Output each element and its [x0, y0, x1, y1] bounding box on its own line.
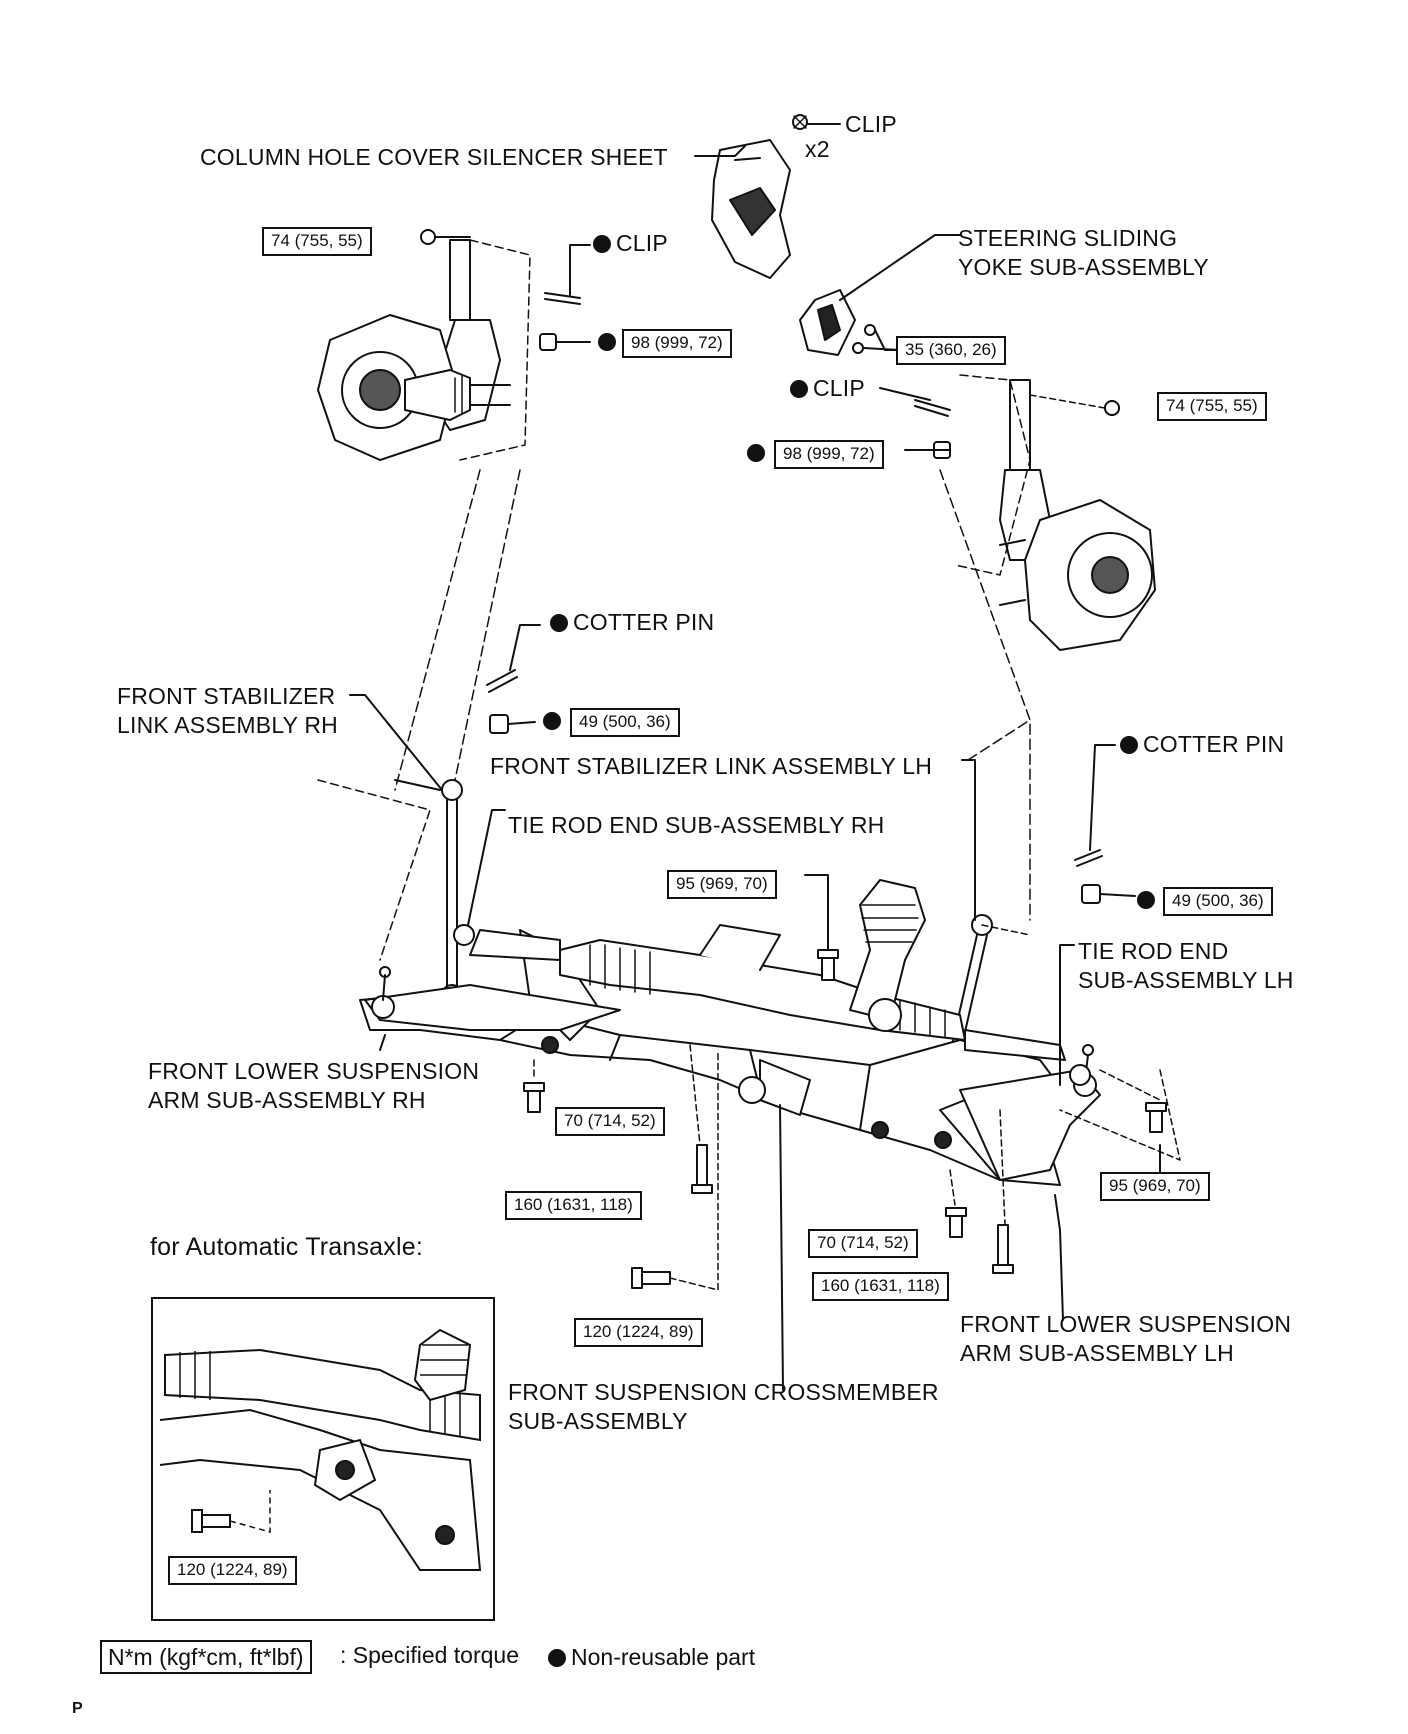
knuckle-assembly-lh	[954, 374, 1156, 651]
non-reusable-dot-icon	[548, 1649, 566, 1667]
non-reusable-dot-icon	[598, 333, 616, 351]
label-text: CLIP	[813, 375, 865, 401]
non-reusable-dot-icon	[747, 444, 765, 462]
torque-70-right: 70 (714, 52)	[808, 1229, 918, 1258]
torque-120: 120 (1224, 89)	[574, 1318, 703, 1347]
legend-unit-box: N*m (kgf*cm, ft*lbf)	[100, 1640, 312, 1674]
page-mark: P	[72, 1700, 83, 1717]
non-reusable-dot-icon	[1120, 736, 1138, 754]
label-auto-transaxle: for Automatic Transaxle:	[150, 1233, 423, 1261]
torque-49-right: 49 (500, 36)	[1163, 887, 1273, 916]
label-crossmember: FRONT SUSPENSION CROSSMEMBER SUB-ASSEMBL…	[508, 1379, 939, 1434]
label-clip-mid: CLIP	[790, 374, 865, 403]
column-hole-cover-silencer-sheet	[711, 114, 808, 279]
label-cotter-pin-left: COTTER PIN	[550, 608, 714, 637]
label-clip-left: CLIP	[593, 229, 668, 258]
knuckle-assembly-rh	[317, 229, 531, 461]
non-reusable-dot-icon	[790, 380, 808, 398]
torque-160-left: 160 (1631, 118)	[505, 1191, 642, 1220]
torque-98-right: 98 (999, 72)	[774, 440, 884, 469]
torque-98-left: 98 (999, 72)	[622, 329, 732, 358]
legend-specified-torque: : Specified torque	[340, 1642, 520, 1668]
label-x2: x2	[805, 136, 830, 162]
torque-35: 35 (360, 26)	[896, 336, 1006, 365]
non-reusable-dot-icon	[593, 235, 611, 253]
torque-95-center: 95 (969, 70)	[667, 870, 777, 899]
lower-arm-rh	[364, 966, 621, 1031]
non-reusable-dot-icon	[550, 614, 568, 632]
torque-74-left: 74 (755, 55)	[262, 227, 372, 256]
label-text: COTTER PIN	[1143, 731, 1285, 757]
label-clip-top: CLIP	[845, 111, 897, 137]
label-tie-rod-lh: TIE ROD END SUB-ASSEMBLY LH	[1078, 938, 1294, 993]
label-cotter-pin-right: COTTER PIN	[1120, 730, 1284, 759]
legend-non-reusable-text: Non-reusable part	[571, 1644, 756, 1670]
bolts	[523, 949, 1167, 1289]
label-front-stab-lh: FRONT STABILIZER LINK ASSEMBLY LH	[490, 753, 933, 779]
label-text: CLIP	[616, 230, 668, 256]
label-text: COTTER PIN	[573, 609, 715, 635]
torque-70-left: 70 (714, 52)	[555, 1107, 665, 1136]
label-lower-arm-rh: FRONT LOWER SUSPENSION ARM SUB-ASSEMBLY …	[148, 1058, 480, 1113]
label-front-stab-rh: FRONT STABILIZER LINK ASSEMBLY RH	[117, 683, 338, 738]
non-reusable-dot-icon	[1137, 891, 1155, 909]
label-steering-yoke: STEERING SLIDING YOKE SUB-ASSEMBLY	[958, 225, 1209, 280]
torque-95-right: 95 (969, 70)	[1100, 1172, 1210, 1201]
torque-160-right: 160 (1631, 118)	[812, 1272, 949, 1301]
torque-74-right: 74 (755, 55)	[1157, 392, 1267, 421]
torque-120-inset: 120 (1224, 89)	[168, 1556, 297, 1585]
label-lower-arm-lh: FRONT LOWER SUSPENSION ARM SUB-ASSEMBLY …	[960, 1311, 1292, 1366]
label-tie-rod-rh: TIE ROD END SUB-ASSEMBLY RH	[508, 812, 885, 838]
steering-sliding-yoke	[799, 234, 961, 356]
torque-49-left: 49 (500, 36)	[570, 708, 680, 737]
legend-non-reusable: Non-reusable part	[548, 1643, 755, 1671]
non-reusable-dot-icon	[543, 712, 561, 730]
steering-rack	[453, 879, 1091, 1086]
label-column-hole-cover: COLUMN HOLE COVER SILENCER SHEET	[200, 144, 668, 170]
